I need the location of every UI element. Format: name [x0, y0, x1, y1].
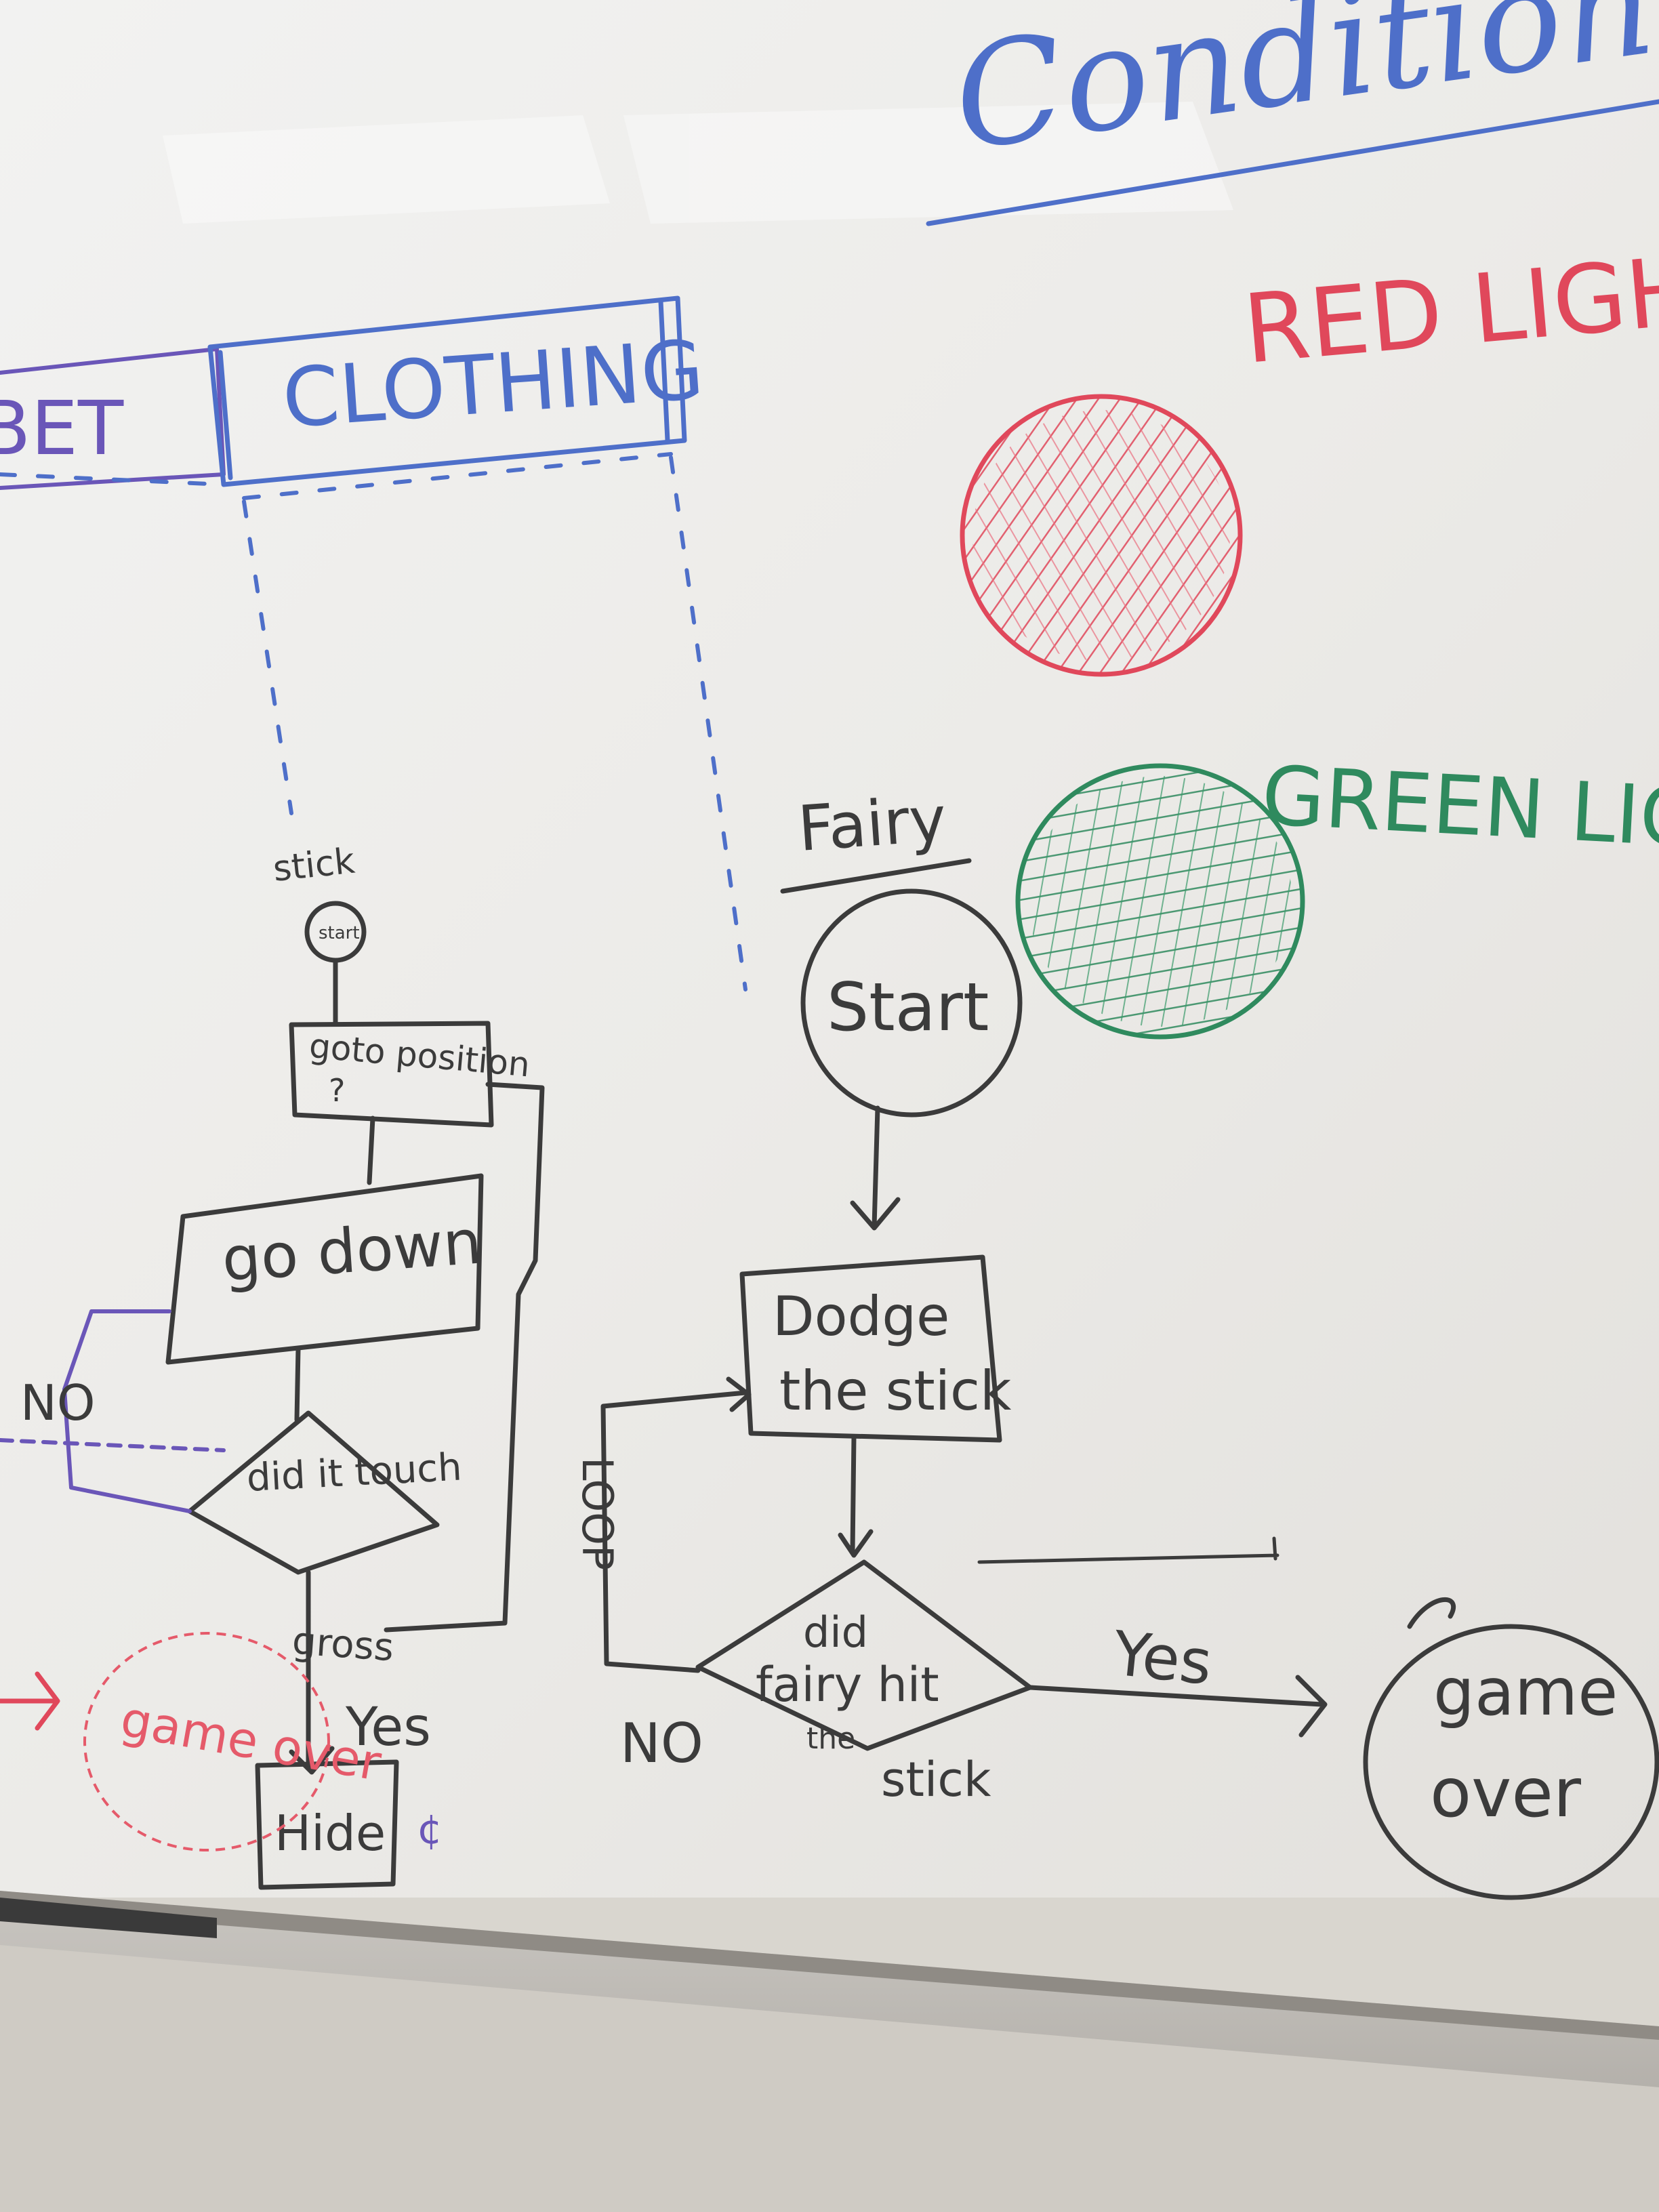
fairy-action-box[interactable]	[739, 1254, 1002, 1443]
fairy-yes-label: Yes	[1109, 1618, 1215, 1699]
stick-connector-3	[294, 1346, 301, 1422]
stick-no-label: NO	[20, 1374, 96, 1431]
stick-no-loop	[62, 1309, 192, 1513]
stick-hide-mark: ¢	[417, 1806, 443, 1853]
fairy-loop-label: LOOP	[573, 1457, 622, 1570]
stick-yes-label: Yes	[345, 1697, 431, 1758]
stick-no-dash	[0, 1438, 226, 1452]
fairy-start-node[interactable]	[800, 888, 1023, 1118]
fairy-flow-title: Fairy	[796, 783, 949, 865]
tab-clothing-inner-right	[658, 299, 670, 443]
fairy-no-label: NO	[620, 1712, 703, 1775]
fairy-decision-text-1: did	[803, 1607, 868, 1657]
stick-loop-back-right	[384, 1082, 545, 1633]
red-light-icon	[960, 394, 1243, 677]
tab-dashed-underline	[242, 452, 673, 500]
fairy-end-text-1: game	[1433, 1654, 1618, 1730]
stick-connector-2	[367, 1115, 375, 1185]
fairy-decision-text-2: fairy hit	[756, 1657, 939, 1713]
fairy-decision-text-4: stick	[881, 1752, 991, 1807]
fairy-end-node-flick	[1407, 1597, 1456, 1629]
fairy-end-node[interactable]	[1363, 1624, 1659, 1900]
stick-godown-box	[165, 1173, 484, 1365]
tab-dashed-left	[242, 499, 293, 815]
stick-hide-box[interactable]	[255, 1759, 399, 1890]
board-edge	[0, 1891, 1659, 2040]
tab-clothing-inner-left	[218, 350, 233, 480]
fairy-decision-diamond[interactable]	[695, 1559, 1033, 1751]
fairy-yes-arrow	[1027, 1675, 1328, 1738]
stick-start-text: start	[319, 923, 360, 943]
fairy-action-text-1: Dodge	[773, 1285, 949, 1348]
header-underline	[926, 99, 1659, 226]
red-note-arrow	[0, 1671, 60, 1731]
wall-below	[0, 1945, 1659, 2212]
red-note-circle	[83, 1632, 330, 1851]
stick-connector-4	[289, 1570, 335, 1775]
fairy-connector-1	[850, 1105, 901, 1231]
fairy-start-text: Start	[827, 969, 989, 1046]
fairy-title-underline	[780, 858, 972, 894]
stick-goto-question: ?	[329, 1072, 345, 1109]
stick-flow-title: stick	[271, 841, 356, 890]
fairy-stray-line	[977, 1536, 1279, 1564]
marker-on-tray	[0, 1898, 217, 1938]
tab-dashed-bottom-left	[0, 472, 226, 487]
tab-clothing-outline[interactable]	[207, 295, 687, 487]
fairy-decision-text-3: the	[806, 1721, 855, 1756]
light-reflections	[163, 102, 1233, 224]
tab-left-label: BET	[0, 385, 124, 472]
fairy-loop-back	[600, 1376, 752, 1673]
tab-left-outline	[0, 347, 226, 490]
stick-hide-text: Hide	[274, 1805, 386, 1862]
stick-goto-box	[289, 1021, 494, 1128]
fairy-end-text-2: over	[1430, 1753, 1582, 1832]
green-light-icon	[1015, 763, 1305, 1040]
fairy-connector-2	[838, 1434, 874, 1558]
fairy-action-text-2: the stick	[779, 1359, 1012, 1422]
stick-decision-diamond[interactable]	[187, 1410, 440, 1575]
tab-dashed-right	[669, 455, 747, 991]
